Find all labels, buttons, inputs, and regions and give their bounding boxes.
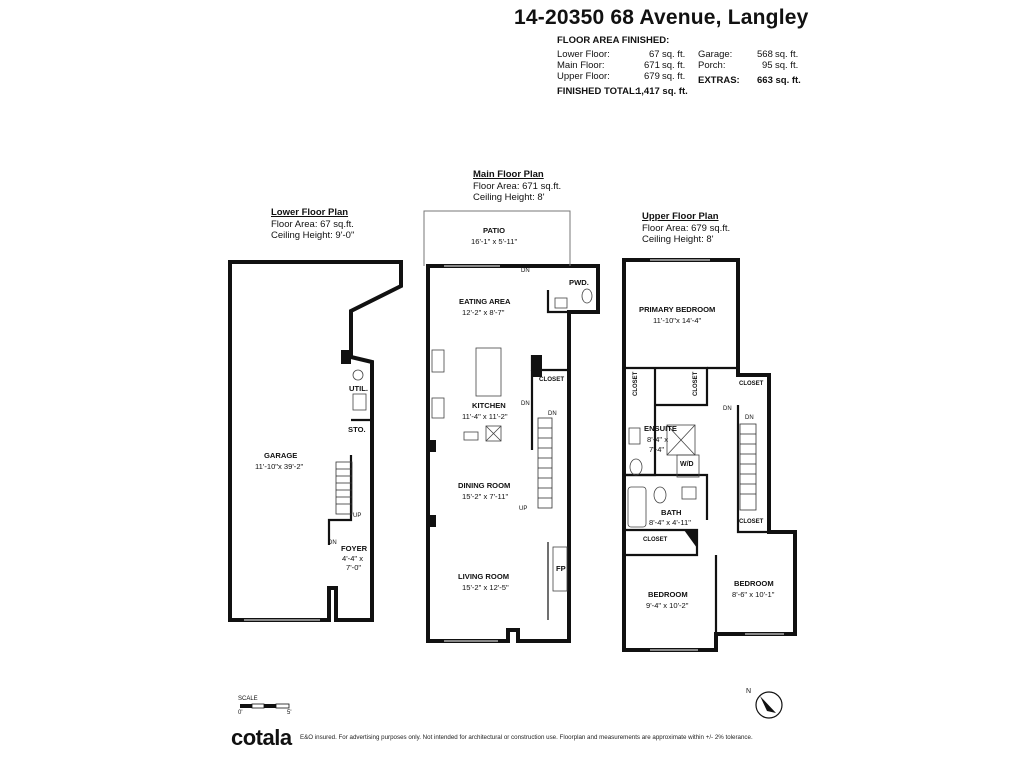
scale-start: 0' bbox=[238, 710, 243, 716]
finished-total-value: 1,417 sq. ft. bbox=[636, 86, 688, 97]
extras-label: EXTRAS: bbox=[698, 75, 740, 86]
stair-down-marker: DN bbox=[548, 411, 557, 417]
room-ensuite-dim: 7'-4" bbox=[649, 445, 665, 454]
room-closet-name: CLOSET bbox=[633, 371, 639, 396]
room-kitchen-name: KITCHEN bbox=[472, 401, 506, 410]
room-closet-name: CLOSET bbox=[739, 381, 764, 387]
area-row-unit: sq. ft. bbox=[662, 71, 686, 82]
room-bedroom-dim: 9'-4" x 10'-2" bbox=[646, 601, 689, 610]
extras-row-label: Garage: bbox=[698, 49, 733, 60]
area-row-unit: sq. ft. bbox=[662, 60, 686, 71]
room-patio-dim: 16'-1" x 5'-11" bbox=[471, 237, 518, 246]
room-bath-name: BATH bbox=[661, 508, 682, 517]
room-dining-dim: 15'-2" x 7'-11" bbox=[462, 492, 509, 501]
main-plan-title: Main Floor Plan bbox=[473, 169, 544, 180]
room-patio-name: PATIO bbox=[483, 226, 506, 235]
room-bedroom-name: BEDROOM bbox=[648, 590, 688, 599]
room-eating-dim: 12'-2" x 8'-7" bbox=[462, 308, 505, 317]
room-primary-name: PRIMARY BEDROOM bbox=[639, 305, 716, 314]
patio-outline bbox=[423, 210, 571, 266]
brand-logo: cotala bbox=[231, 725, 292, 750]
area-row-unit: sq. ft. bbox=[662, 49, 686, 60]
extras-row-value: 568 bbox=[757, 49, 773, 60]
stair-up-marker: UP bbox=[353, 513, 362, 519]
area-row-value: 679 bbox=[644, 71, 660, 82]
area-row-value: 67 bbox=[649, 49, 660, 60]
scale-label: SCALE bbox=[238, 696, 258, 702]
room-garage-dim: 11'-10"x 39'-2" bbox=[255, 462, 304, 471]
room-pwd-name: PWD. bbox=[569, 278, 589, 287]
area-row-value: 671 bbox=[644, 60, 660, 71]
compass-graphic bbox=[755, 691, 783, 719]
scale-bar-graphic bbox=[240, 703, 290, 709]
property-address: 14-20350 68 Avenue, Langley bbox=[514, 6, 809, 29]
room-garage-name: GARAGE bbox=[264, 451, 298, 460]
stair-up-marker: UP bbox=[519, 506, 528, 512]
upper-plan-title: Upper Floor Plan bbox=[642, 211, 719, 222]
room-bedroom-name: BEDROOM bbox=[734, 579, 774, 588]
stair-down-marker: DN bbox=[745, 415, 754, 421]
lower-plan-area: Floor Area: 67 sq.ft. bbox=[271, 219, 354, 230]
extras-row-unit: sq. ft. bbox=[775, 49, 799, 60]
garage-wall bbox=[228, 260, 403, 622]
upper-plan-area: Floor Area: 679 sq.ft. bbox=[642, 223, 731, 234]
room-foyer-dim: 4'-4" x bbox=[342, 554, 364, 563]
main-plan-ceiling: Ceiling Height: 8' bbox=[473, 192, 545, 203]
room-foyer-dim: 7'-0" bbox=[346, 563, 362, 572]
kitchen-island bbox=[475, 347, 502, 397]
stair-down-marker: DN bbox=[723, 406, 732, 412]
area-row-label: Upper Floor: bbox=[557, 71, 610, 82]
room-closet-name: CLOSET bbox=[693, 371, 699, 396]
room-closet-name: CLOSET bbox=[539, 376, 565, 383]
upper-plan-ceiling: Ceiling Height: 8' bbox=[642, 234, 714, 245]
extras-row-label: Porch: bbox=[698, 60, 726, 71]
room-dining-name: DINING ROOM bbox=[458, 481, 511, 490]
room-bath-dim: 8'-4" x 4'-11" bbox=[649, 518, 691, 527]
extras-value: 663 sq. ft. bbox=[757, 75, 801, 86]
room-foyer-name: FOYER bbox=[341, 544, 368, 553]
extras-row-value: 95 bbox=[762, 60, 773, 71]
area-row-label: Main Floor: bbox=[557, 60, 605, 71]
room-bedroom-dim: 8'-6" x 10'-1" bbox=[732, 590, 775, 599]
compass-north-label: N bbox=[746, 688, 752, 695]
scale-end: 5' bbox=[287, 710, 292, 716]
room-sto-name: STO. bbox=[348, 425, 366, 434]
room-closet-name: CLOSET bbox=[739, 519, 764, 525]
main-plan-area: Floor Area: 671 sq.ft. bbox=[473, 181, 562, 192]
floor-area-heading: FLOOR AREA FINISHED: bbox=[557, 35, 670, 46]
room-util-name: UTIL. bbox=[349, 384, 368, 393]
room-living-name: LIVING ROOM bbox=[458, 572, 510, 581]
finished-total-label: FINISHED TOTAL: bbox=[557, 86, 638, 97]
room-kitchen-dim: 11'-4" x 11'-2" bbox=[462, 412, 508, 421]
main-floor-wall bbox=[426, 264, 600, 643]
lower-plan-ceiling: Ceiling Height: 9'-0" bbox=[271, 230, 355, 241]
disclaimer-text: E&O insured. For advertising purposes on… bbox=[300, 734, 753, 741]
room-eating-name: EATING AREA bbox=[459, 297, 511, 306]
room-ensuite-dim: 8'-4" x bbox=[647, 435, 669, 444]
room-wd-name: W/D bbox=[680, 461, 694, 468]
room-fp-name: FP bbox=[556, 564, 566, 573]
stair-down-marker: DN bbox=[521, 401, 530, 407]
room-primary-dim: 11'-10"x 14'-4" bbox=[653, 316, 702, 325]
room-closet-name: CLOSET bbox=[643, 537, 668, 543]
room-ensuite-name: ENSUITE bbox=[644, 424, 677, 433]
stair-down-marker: DN bbox=[521, 268, 530, 274]
lower-plan-title: Lower Floor Plan bbox=[271, 207, 349, 218]
room-living-dim: 15'-2" x 12'-5" bbox=[462, 583, 509, 592]
stair-down-marker: DN bbox=[328, 540, 337, 546]
extras-row-unit: sq. ft. bbox=[775, 60, 799, 71]
area-row-label: Lower Floor: bbox=[557, 49, 610, 60]
